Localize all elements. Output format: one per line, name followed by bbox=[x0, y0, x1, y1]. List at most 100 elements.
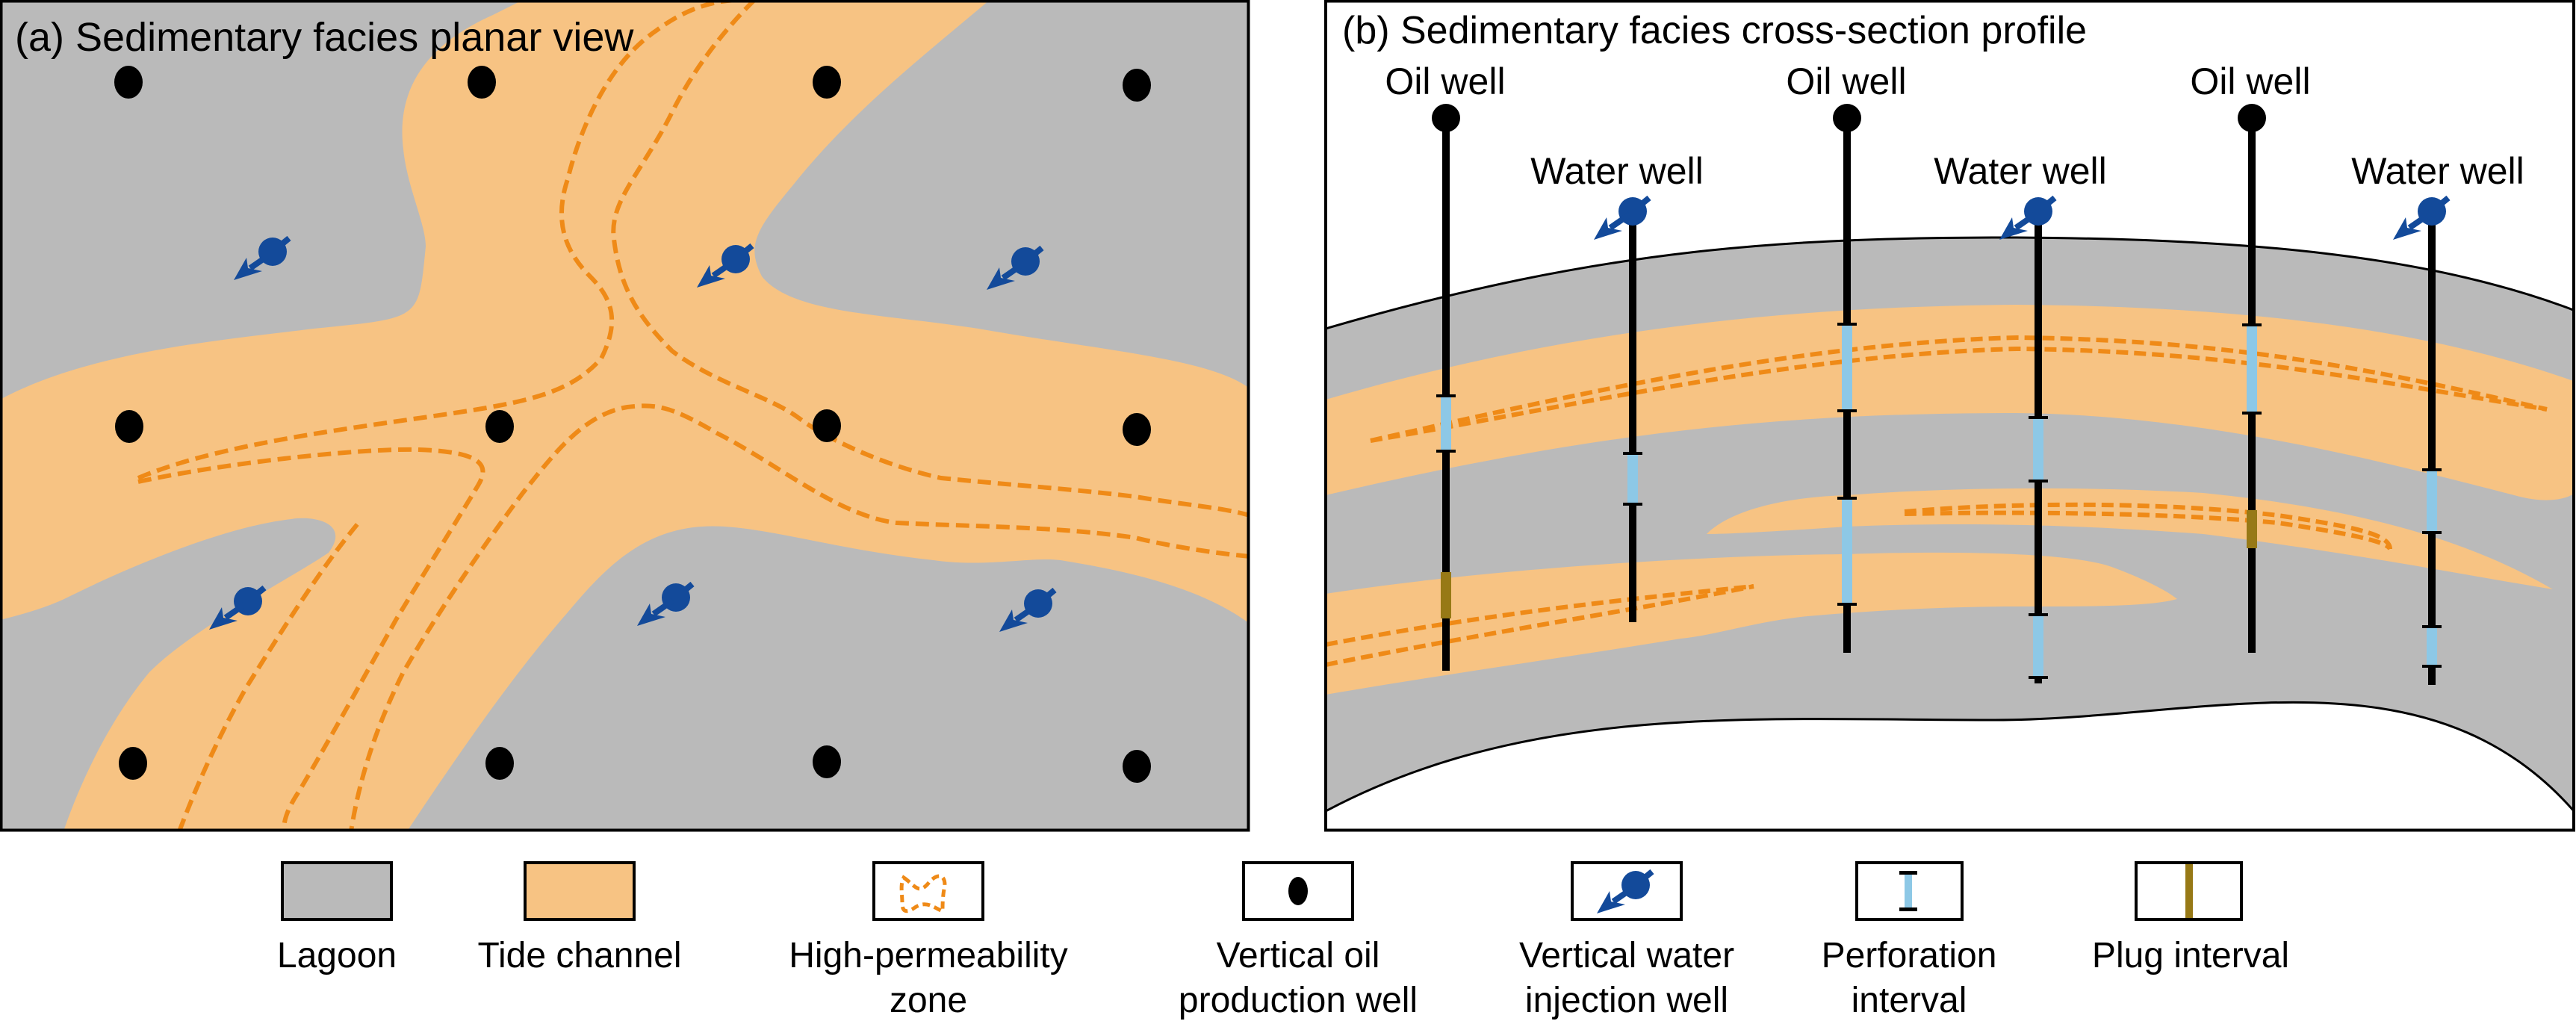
oil-production-wells bbox=[114, 66, 1151, 783]
perforation-cap bbox=[2029, 480, 2048, 483]
perforation-cap bbox=[2242, 412, 2262, 415]
legend-item-oil-well: Vertical oil production well bbox=[1179, 861, 1418, 1020]
legend-item-perforation: Perforation interval bbox=[1822, 861, 1997, 1020]
water-well-label: Water well bbox=[1530, 150, 1704, 192]
legend-label: production well bbox=[1179, 981, 1418, 1020]
oil-well-dot bbox=[485, 410, 514, 443]
legend-label: Vertical water bbox=[1519, 936, 1734, 975]
high-perm-upper-1 bbox=[1370, 335, 2548, 443]
high-permeability-swatch bbox=[872, 861, 984, 921]
legend-item-plug: Plug interval bbox=[2092, 861, 2289, 975]
high-permeability-zones bbox=[137, 2, 1248, 830]
well-bore bbox=[2428, 211, 2436, 685]
legend-label: High-permeability bbox=[789, 936, 1067, 975]
oil-well-dot bbox=[468, 66, 496, 99]
perforation-interval bbox=[1842, 498, 1852, 604]
high-perm-middle-1 bbox=[1904, 502, 2392, 550]
tide-channel-swatch bbox=[524, 861, 636, 921]
oil-well-dot-icon bbox=[1288, 877, 1308, 905]
legend-item-high-permeability: High-permeability zone bbox=[789, 861, 1068, 1020]
plug-icon bbox=[2185, 864, 2193, 918]
legend-label: injection well bbox=[1525, 981, 1728, 1020]
high-perm-zone-east bbox=[611, 2, 1248, 518]
perforation-cap bbox=[2242, 323, 2262, 326]
oil-well-dot bbox=[813, 66, 841, 99]
legend-label: interval bbox=[1852, 981, 1967, 1020]
wells bbox=[1432, 104, 2448, 685]
perforation-interval bbox=[2033, 418, 2043, 481]
oil-well-dot bbox=[1123, 69, 1151, 102]
plug-interval bbox=[1441, 572, 1451, 618]
perforation-interval bbox=[2427, 470, 2437, 533]
perforation-cap-icon bbox=[1899, 907, 1917, 911]
panel-a: (a) Sedimentary facies planar view bbox=[0, 0, 1250, 832]
legend-label: Vertical oil bbox=[1217, 936, 1380, 975]
oil-well-dot bbox=[813, 745, 841, 778]
panel-a-border bbox=[0, 0, 1250, 832]
perforation-interval bbox=[1627, 453, 1638, 504]
tide-channel-lower bbox=[1326, 552, 2177, 695]
oil-well-label: Oil well bbox=[1385, 60, 1505, 102]
legend-label: Perforation bbox=[1822, 936, 1997, 975]
oil-well-head-icon bbox=[2238, 104, 2266, 132]
oil-well-head-icon bbox=[1432, 104, 1460, 132]
well-bore bbox=[1629, 211, 1636, 622]
legend-item-tide-channel: Tide channel bbox=[477, 861, 682, 975]
perforation-interval bbox=[1842, 324, 1852, 411]
panel-b: (b) Sedimentary facies cross-section pro… bbox=[1324, 0, 2575, 832]
panel-a-title: (a) Sedimentary facies planar view bbox=[15, 15, 634, 60]
perforation-cap bbox=[2422, 665, 2442, 668]
oil-well-dot bbox=[119, 747, 147, 780]
legend-label: Plug interval bbox=[2092, 936, 2289, 975]
high-perm-lower-2 bbox=[1326, 584, 1754, 667]
legend: Lagoon Tide channel High-permeability zo… bbox=[277, 861, 2289, 1020]
oil-well-head-icon bbox=[1833, 104, 1861, 132]
legend-item-water-well: Vertical water injection well bbox=[1519, 861, 1734, 1020]
perforation-cap bbox=[2029, 676, 2048, 679]
perforation-cap bbox=[1623, 452, 1642, 455]
legend-item-lagoon: Lagoon bbox=[277, 861, 397, 975]
oil-well-label: Oil well bbox=[1786, 60, 1906, 102]
perforation-cap bbox=[1436, 450, 1456, 453]
perforation-cap bbox=[1837, 497, 1857, 500]
oil-well bbox=[2238, 104, 2266, 653]
perforation-interval bbox=[2247, 325, 2257, 413]
water-well-label: Water well bbox=[2351, 150, 2524, 192]
lagoon-swatch bbox=[281, 861, 393, 921]
oil-well-dot bbox=[115, 410, 143, 443]
perforation-interval bbox=[1441, 396, 1451, 451]
high-perm-zone-east-lower bbox=[349, 403, 1248, 830]
perforation-cap bbox=[2422, 625, 2442, 628]
perforation-cap bbox=[1837, 323, 1857, 326]
oil-well bbox=[1833, 104, 1861, 653]
high-perm-upper-2 bbox=[1370, 346, 2548, 443]
oil-well-label: Oil well bbox=[2190, 60, 2310, 102]
high-perm-zone-south bbox=[177, 521, 361, 830]
legend-label: Lagoon bbox=[277, 936, 397, 975]
water-well bbox=[2393, 197, 2448, 685]
perforation-cap bbox=[1436, 394, 1456, 397]
panel-b-title: (b) Sedimentary facies cross-section pro… bbox=[1342, 9, 2087, 52]
legend-label: Tide channel bbox=[477, 936, 681, 975]
water-well bbox=[1594, 197, 1649, 622]
tide-channel-middle-lens bbox=[1707, 488, 2553, 589]
perforation-cap bbox=[2422, 468, 2442, 471]
high-perm-zone-west-lower bbox=[137, 447, 485, 830]
tide-channel bbox=[2, 2, 1248, 830]
high-permeability-zones-section bbox=[1326, 335, 2548, 667]
oil-well bbox=[1432, 104, 1460, 671]
perforation-cap-icon bbox=[1899, 871, 1917, 875]
perforation-interval bbox=[2427, 627, 2437, 666]
panel-b-border bbox=[1324, 0, 2575, 832]
perforation-cap bbox=[1837, 409, 1857, 412]
perforation-cap bbox=[2029, 613, 2048, 616]
high-perm-lower-1 bbox=[1326, 584, 1754, 647]
legend-label: zone bbox=[890, 981, 967, 1020]
perforation-cap bbox=[1837, 603, 1857, 606]
perforation-icon bbox=[1905, 872, 1912, 910]
oil-well-dot bbox=[114, 66, 143, 99]
plug-interval bbox=[2247, 510, 2257, 548]
oil-well-dot bbox=[1123, 413, 1151, 446]
water-well-label: Water well bbox=[1934, 150, 2107, 192]
